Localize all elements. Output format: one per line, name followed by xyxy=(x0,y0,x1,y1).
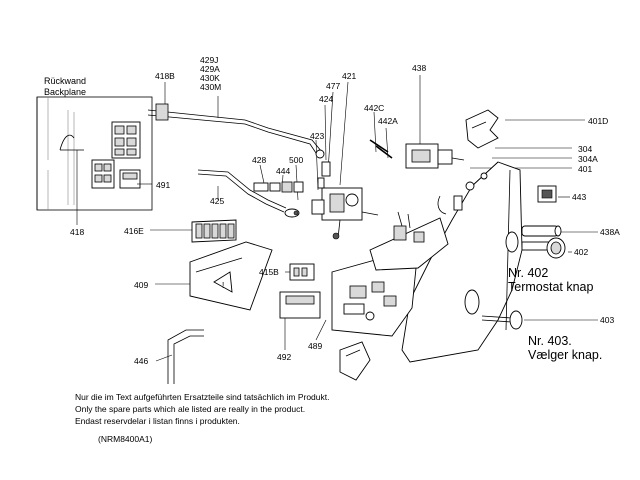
housing-body xyxy=(401,161,523,363)
label-423: 423 xyxy=(310,131,325,141)
label-401D: 401D xyxy=(588,116,609,126)
label-418B: 418B xyxy=(155,71,175,81)
backplane-title-en: Backplane xyxy=(44,87,87,97)
terminal-block-upper xyxy=(111,121,141,159)
backplane-title-de: Rückwand xyxy=(44,76,87,86)
terminal-block-lower xyxy=(91,159,115,189)
label-418: 418 xyxy=(70,227,85,237)
label-438A: 438A xyxy=(600,227,620,237)
pins-442 xyxy=(369,139,393,159)
label-430K: 430K xyxy=(200,73,220,83)
tube-429 xyxy=(147,103,325,159)
label-428: 428 xyxy=(252,155,267,165)
label-401: 401 xyxy=(578,164,593,174)
relay-491 xyxy=(119,169,141,189)
label-429J: 429J xyxy=(200,55,219,65)
callout-402-name: Termostat knap xyxy=(508,280,594,294)
label-446: 446 xyxy=(134,356,149,366)
label-424: 424 xyxy=(319,94,334,104)
knob-403 xyxy=(481,310,523,330)
label-409: 409 xyxy=(134,280,149,290)
connector-415B xyxy=(289,263,315,281)
solenoid-438 xyxy=(405,143,465,169)
label-442C: 442C xyxy=(364,103,385,113)
bracket-401D xyxy=(465,109,499,149)
transformer-492 xyxy=(279,291,321,319)
knob-443 xyxy=(537,185,557,203)
label-425: 425 xyxy=(210,196,225,206)
label-444: 444 xyxy=(276,166,291,176)
shaft-438A xyxy=(521,225,562,237)
label-402: 402 xyxy=(574,247,589,257)
knob-402 xyxy=(521,237,566,259)
label-491: 491 xyxy=(156,180,171,190)
cover-409: ! xyxy=(189,241,273,311)
label-421: 421 xyxy=(342,71,357,81)
fittings-428-444-500 xyxy=(253,181,304,193)
circuit-board-489 xyxy=(331,247,419,337)
label-500: 500 xyxy=(289,155,304,165)
callout-403-number: Nr. 403. xyxy=(528,334,572,348)
note-german: Nur die im Text aufgeführten Ersatzteile… xyxy=(75,392,330,402)
parts-304-401 xyxy=(437,195,463,215)
warning-icon: ! xyxy=(222,281,224,290)
note-swedish: Endast reservdelar i listan finns i prod… xyxy=(75,416,240,426)
label-477: 477 xyxy=(326,81,341,91)
label-443: 443 xyxy=(572,192,587,202)
label-430M: 430M xyxy=(200,82,222,92)
label-442A: 442A xyxy=(378,116,398,126)
label-403: 403 xyxy=(600,315,615,325)
label-438: 438 xyxy=(412,63,427,73)
sensors-423-424 xyxy=(317,161,331,189)
terminal-strip-416E xyxy=(191,219,237,243)
label-304A: 304A xyxy=(578,154,598,164)
cable-446 xyxy=(167,329,204,384)
control-board-upper xyxy=(369,211,449,271)
label-416E: 416E xyxy=(124,226,144,236)
callout-403-name: Vælger knap. xyxy=(528,348,603,362)
label-489: 489 xyxy=(308,341,323,351)
label-415B: 415B xyxy=(259,267,279,277)
note-english: Only the spare parts which ale listed ar… xyxy=(75,404,306,414)
tube-425 xyxy=(197,169,300,218)
label-492: 492 xyxy=(277,352,292,362)
label-304: 304 xyxy=(578,144,593,154)
label-429A: 429A xyxy=(200,64,220,74)
lower-bracket xyxy=(339,341,371,381)
gas-valve-421 xyxy=(311,187,379,240)
callout-402-number: Nr. 402 xyxy=(508,266,549,280)
drawing-code: (NRM8400A1) xyxy=(98,434,153,444)
backplane-panel xyxy=(36,96,153,211)
